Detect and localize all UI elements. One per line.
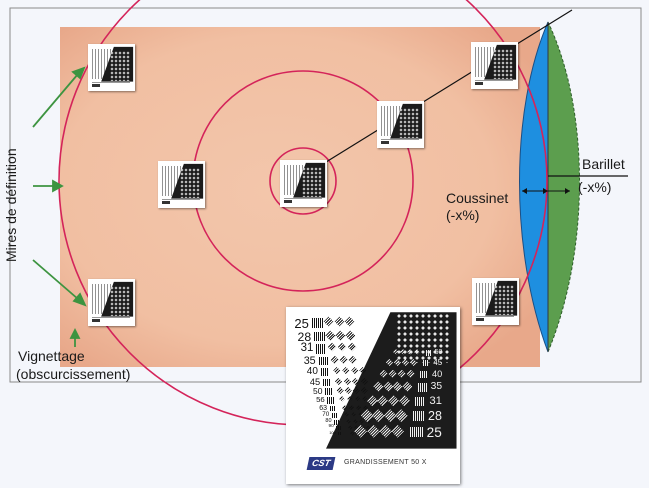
left-scale-bars	[312, 318, 323, 329]
right-scale-diamonds	[392, 349, 422, 359]
left-scale-bars	[331, 413, 338, 419]
chart-footer	[92, 317, 130, 322]
test-chart-upper-mid	[377, 101, 424, 148]
left-scale-bars	[338, 431, 343, 435]
right-scale-number-31: 31	[429, 394, 442, 407]
left-scale-bars	[329, 405, 336, 412]
left-scale-number-100: 100	[329, 429, 336, 435]
label-obscurcissement: (obscurcissement)	[16, 366, 131, 382]
coussinet-arrow-r	[543, 188, 548, 194]
right-scale-diamonds	[386, 358, 419, 369]
left-scale-number-45: 45	[309, 376, 321, 387]
chart-dots	[302, 167, 322, 197]
left-scale-bars	[320, 367, 330, 376]
right-scale-number-45: 45	[433, 358, 443, 367]
label-coussinet-value: (-x%)	[446, 207, 480, 223]
right-scale-bars	[425, 350, 431, 356]
test-chart-center	[280, 160, 327, 207]
left-scale-bars	[323, 378, 331, 386]
chart-footer	[476, 316, 514, 321]
chart-dots	[110, 286, 130, 316]
right-scale-bars	[409, 426, 423, 438]
right-scale-number-50: 50	[434, 349, 443, 356]
chart-footer	[475, 80, 513, 85]
left-scale-number-28: 28	[297, 329, 312, 344]
right-scale-bars	[415, 396, 426, 406]
chart-dots	[494, 285, 514, 315]
enlarged-chart-dot-grid	[396, 313, 450, 363]
diagonal-line	[317, 9, 573, 168]
chart-footer	[284, 198, 322, 203]
left-scale-number-90: 90	[328, 424, 334, 430]
left-scale-bars	[318, 356, 328, 366]
left-scale-number-25: 25	[294, 316, 309, 331]
right-scale-number-25: 25	[426, 424, 442, 440]
left-scale-number-35: 35	[303, 354, 316, 367]
right-scale-bars	[420, 371, 428, 379]
right-scale-diamonds	[379, 369, 416, 380]
test-chart-top-left	[88, 44, 135, 91]
right-scale-diamonds	[360, 409, 409, 422]
right-scale-bars	[422, 360, 430, 367]
left-scale-diamonds	[323, 316, 365, 327]
label-coussinet: Coussinet	[446, 190, 509, 206]
test-chart-mid-left	[158, 161, 205, 208]
left-scale-diamonds	[332, 366, 374, 377]
right-scale-number-28: 28	[428, 409, 442, 423]
right-scale-bars	[417, 383, 427, 392]
label-mires-de-definition: Mires de définition	[3, 148, 19, 262]
label-barillet-value: (-x%)	[578, 179, 612, 195]
label-vignettage: Vignettage	[18, 348, 85, 364]
test-chart-top-right	[471, 42, 518, 89]
right-scale-number-35: 35	[430, 381, 443, 393]
left-scale-number-31: 31	[300, 342, 314, 355]
right-scale-bars	[412, 411, 424, 421]
pincushion-shape	[519, 21, 549, 353]
chart-dots	[180, 168, 200, 198]
left-scale-number-70: 70	[322, 411, 330, 419]
chart-dots	[399, 108, 419, 138]
right-scale-diamonds	[373, 381, 414, 392]
barrel-shape	[547, 21, 580, 353]
test-chart-bottom-right	[472, 278, 519, 325]
label-barillet: Barillet	[582, 156, 625, 172]
left-scale-number-50: 50	[313, 386, 323, 397]
chart-footer	[381, 139, 419, 144]
right-scale-diamonds	[367, 395, 411, 406]
left-scale-bars	[334, 420, 339, 425]
chart-dots	[110, 51, 130, 81]
left-scale-bars	[325, 388, 333, 396]
chart-footer	[162, 199, 200, 204]
barillet-arrow	[565, 188, 570, 194]
magnification-caption: GRANDISSEMENT 50 X	[344, 459, 427, 466]
left-scale-diamonds	[325, 330, 367, 341]
left-scale-bars	[336, 426, 341, 431]
right-scale-number-40: 40	[431, 369, 443, 380]
left-scale-bars	[314, 331, 325, 342]
left-scale-diamonds	[328, 343, 369, 353]
cst-logo: CST	[306, 457, 336, 470]
left-scale-bars	[327, 397, 335, 404]
left-scale-number-63: 63	[319, 404, 327, 412]
circle-small	[269, 147, 337, 215]
chart-dots	[493, 49, 513, 79]
left-scale-number-80: 80	[325, 418, 332, 425]
chart-footer	[92, 82, 130, 87]
left-scale-number-40: 40	[306, 365, 318, 377]
left-scale-bars	[316, 344, 327, 354]
left-scale-diamonds	[330, 355, 372, 366]
green-arrows	[32, 66, 87, 347]
right-scale-diamonds	[354, 424, 406, 438]
coussinet-arrow-l	[522, 188, 527, 194]
left-scale-number-56: 56	[316, 395, 325, 405]
test-chart-bottom-left	[88, 279, 135, 326]
